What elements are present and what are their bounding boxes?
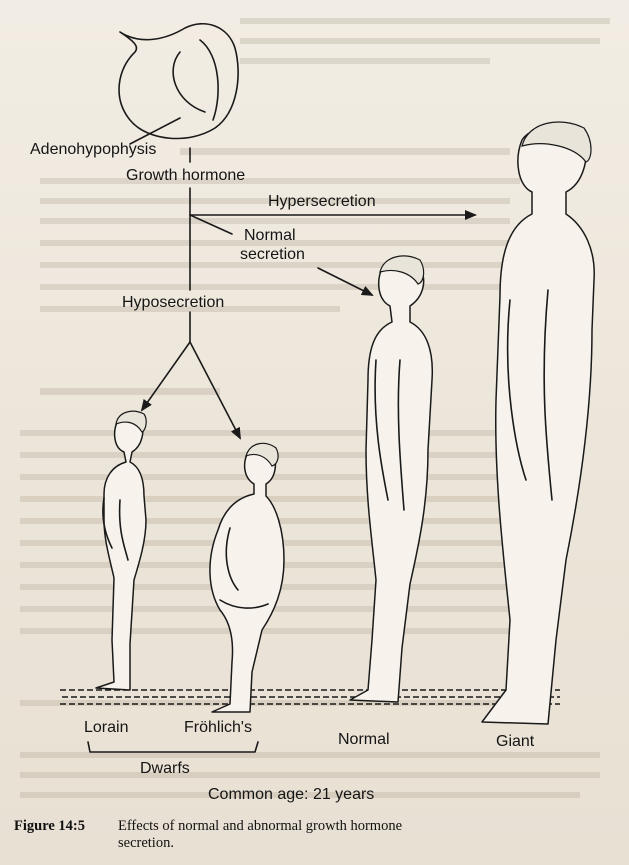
caption-text-line2: secretion. (14, 835, 614, 852)
figure-number: Figure 14:5 (14, 818, 118, 835)
caption-text-line1: Effects of normal and abnormal growth ho… (118, 818, 402, 834)
